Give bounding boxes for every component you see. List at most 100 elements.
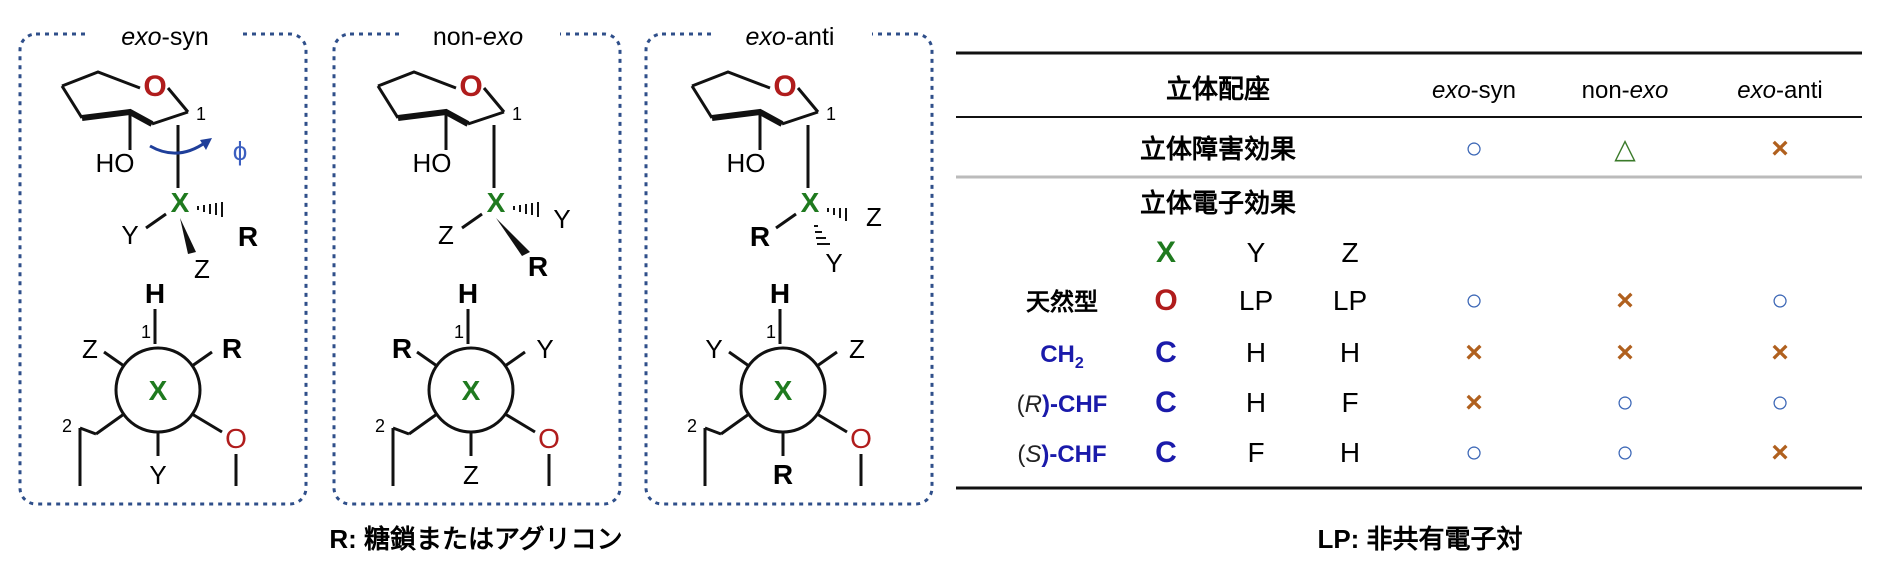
row-label-ch2: CH2 bbox=[1040, 341, 1084, 372]
newman-z: Z bbox=[463, 460, 479, 490]
left-caption: R: 糖鎖またはアグリコン bbox=[329, 524, 622, 554]
newman-x: X bbox=[774, 375, 793, 406]
cell-z: H bbox=[1340, 337, 1360, 368]
newman-r: R bbox=[222, 333, 242, 364]
x-atom: X bbox=[487, 187, 506, 218]
newman-c1: 1 bbox=[766, 322, 776, 342]
newman-c1: 1 bbox=[141, 322, 151, 342]
mark-exo-syn: × bbox=[1465, 336, 1483, 369]
pyranose-ring bbox=[376, 70, 506, 127]
table-row: (S)-CHF C F H ○ ○ × bbox=[1017, 436, 1788, 469]
r-label: R bbox=[750, 221, 770, 252]
newman-z: Z bbox=[849, 334, 865, 364]
mark-non-exo: × bbox=[1616, 336, 1634, 369]
y-label: Y bbox=[553, 204, 570, 234]
pyranose-ring bbox=[60, 70, 190, 127]
mark-exo-syn: ○ bbox=[1465, 284, 1483, 317]
newman-r: R bbox=[773, 459, 793, 490]
ring-oxygen: O bbox=[773, 70, 796, 103]
panel-title: exo-syn bbox=[121, 23, 209, 51]
newman-x: X bbox=[462, 375, 481, 406]
newman-h: H bbox=[145, 278, 165, 309]
cell-x: O bbox=[1154, 284, 1177, 317]
panel-title: non-exo bbox=[433, 23, 523, 51]
r-label: R bbox=[238, 221, 258, 252]
mark-exo-anti: × bbox=[1771, 436, 1789, 469]
r-label: R bbox=[528, 251, 548, 282]
subheader-x: X bbox=[1156, 236, 1176, 269]
z-label: Z bbox=[194, 254, 210, 284]
ring-oxygen: O bbox=[143, 70, 166, 103]
newman-o: O bbox=[850, 423, 872, 454]
newman-o: O bbox=[538, 423, 560, 454]
mark-exo-anti: ○ bbox=[1771, 284, 1789, 317]
cell-y: LP bbox=[1239, 285, 1273, 316]
ho-label: HO bbox=[727, 148, 766, 178]
y-label: Y bbox=[825, 248, 842, 278]
col-header-non-exo: non-exo bbox=[1582, 77, 1669, 104]
table-row: (R)-CHF C H F × ○ ○ bbox=[1017, 386, 1789, 419]
right-caption: LP: 非共有電子対 bbox=[1317, 524, 1522, 554]
panel-exo-syn: exo-syn O 1 HO ϕ X Y R Z H bbox=[18, 20, 308, 506]
table-row: 天然型 O LP LP ○ × ○ bbox=[1026, 284, 1789, 317]
row-label-r-chf: (R)-CHF bbox=[1017, 391, 1108, 418]
table-row: CH2 C H H × × × bbox=[1040, 336, 1789, 372]
row-label-natural: 天然型 bbox=[1026, 288, 1098, 316]
c1-label: 1 bbox=[512, 104, 522, 124]
cell-z: H bbox=[1340, 437, 1360, 468]
c1-label: 1 bbox=[826, 104, 836, 124]
newman-c2: 2 bbox=[62, 416, 72, 436]
panel-exo-anti: exo-anti O 1 HO X R Z Y H 1 bbox=[644, 20, 934, 506]
mark-non-exo: ○ bbox=[1616, 436, 1634, 469]
mark-exo-syn: × bbox=[1465, 386, 1483, 419]
subheader-y: Y bbox=[1247, 237, 1266, 268]
newman-projection: H 1 X Z R 2 O Y bbox=[62, 278, 247, 490]
rotation-arrow bbox=[149, 140, 207, 155]
steric-mark-non-exo: △ bbox=[1614, 133, 1636, 164]
newman-z: Z bbox=[82, 334, 98, 364]
c1-label: 1 bbox=[196, 104, 206, 124]
cell-y: H bbox=[1246, 337, 1266, 368]
cell-y: H bbox=[1246, 387, 1266, 418]
newman-projection: H 1 X R Y 2 O Z bbox=[375, 278, 560, 490]
mark-exo-anti: ○ bbox=[1771, 386, 1789, 419]
cell-x: C bbox=[1155, 336, 1177, 369]
steric-mark-exo-syn: ○ bbox=[1465, 132, 1483, 165]
effects-table: 立体配座 exo-syn non-exo exo-anti 立体障害効果 ○ △… bbox=[956, 51, 1862, 490]
newman-y: Y bbox=[705, 334, 722, 364]
newman-r: R bbox=[392, 333, 412, 364]
cell-x: C bbox=[1155, 386, 1177, 419]
cell-z: F bbox=[1341, 387, 1358, 418]
z-label: Z bbox=[866, 202, 882, 232]
ho-label: HO bbox=[96, 148, 135, 178]
ho-label: HO bbox=[413, 148, 452, 178]
mark-non-exo: ○ bbox=[1616, 386, 1634, 419]
steric-mark-exo-anti: × bbox=[1771, 132, 1789, 165]
mark-exo-syn: ○ bbox=[1465, 436, 1483, 469]
col-header-exo-syn: exo-syn bbox=[1432, 77, 1516, 104]
newman-h: H bbox=[770, 278, 790, 309]
col-header-exo-anti: exo-anti bbox=[1737, 77, 1822, 104]
phi-label: ϕ bbox=[233, 136, 248, 166]
y-label: Y bbox=[121, 220, 138, 250]
mark-non-exo: × bbox=[1616, 284, 1634, 317]
cell-x: C bbox=[1155, 436, 1177, 469]
subheader-z: Z bbox=[1341, 237, 1358, 268]
row-stereoelectronic-label: 立体電子効果 bbox=[1140, 188, 1296, 218]
newman-projection: H 1 X Y Z 2 O R bbox=[687, 278, 872, 490]
panel-title: exo-anti bbox=[746, 23, 835, 51]
header-conformation: 立体配座 bbox=[1166, 74, 1270, 104]
ring-oxygen: O bbox=[459, 70, 482, 103]
panel-non-exo: non-exo O 1 HO X Z Y R H 1 X bbox=[332, 20, 622, 506]
newman-y: Y bbox=[149, 460, 166, 490]
newman-c2: 2 bbox=[687, 416, 697, 436]
mark-exo-anti: × bbox=[1771, 336, 1789, 369]
newman-x: X bbox=[149, 375, 168, 406]
pyranose-ring bbox=[690, 70, 820, 127]
x-atom: X bbox=[801, 187, 820, 218]
newman-o: O bbox=[225, 423, 247, 454]
newman-c1: 1 bbox=[454, 322, 464, 342]
x-atom: X bbox=[171, 187, 190, 218]
row-steric-label: 立体障害効果 bbox=[1140, 134, 1296, 164]
cell-z: LP bbox=[1333, 285, 1367, 316]
